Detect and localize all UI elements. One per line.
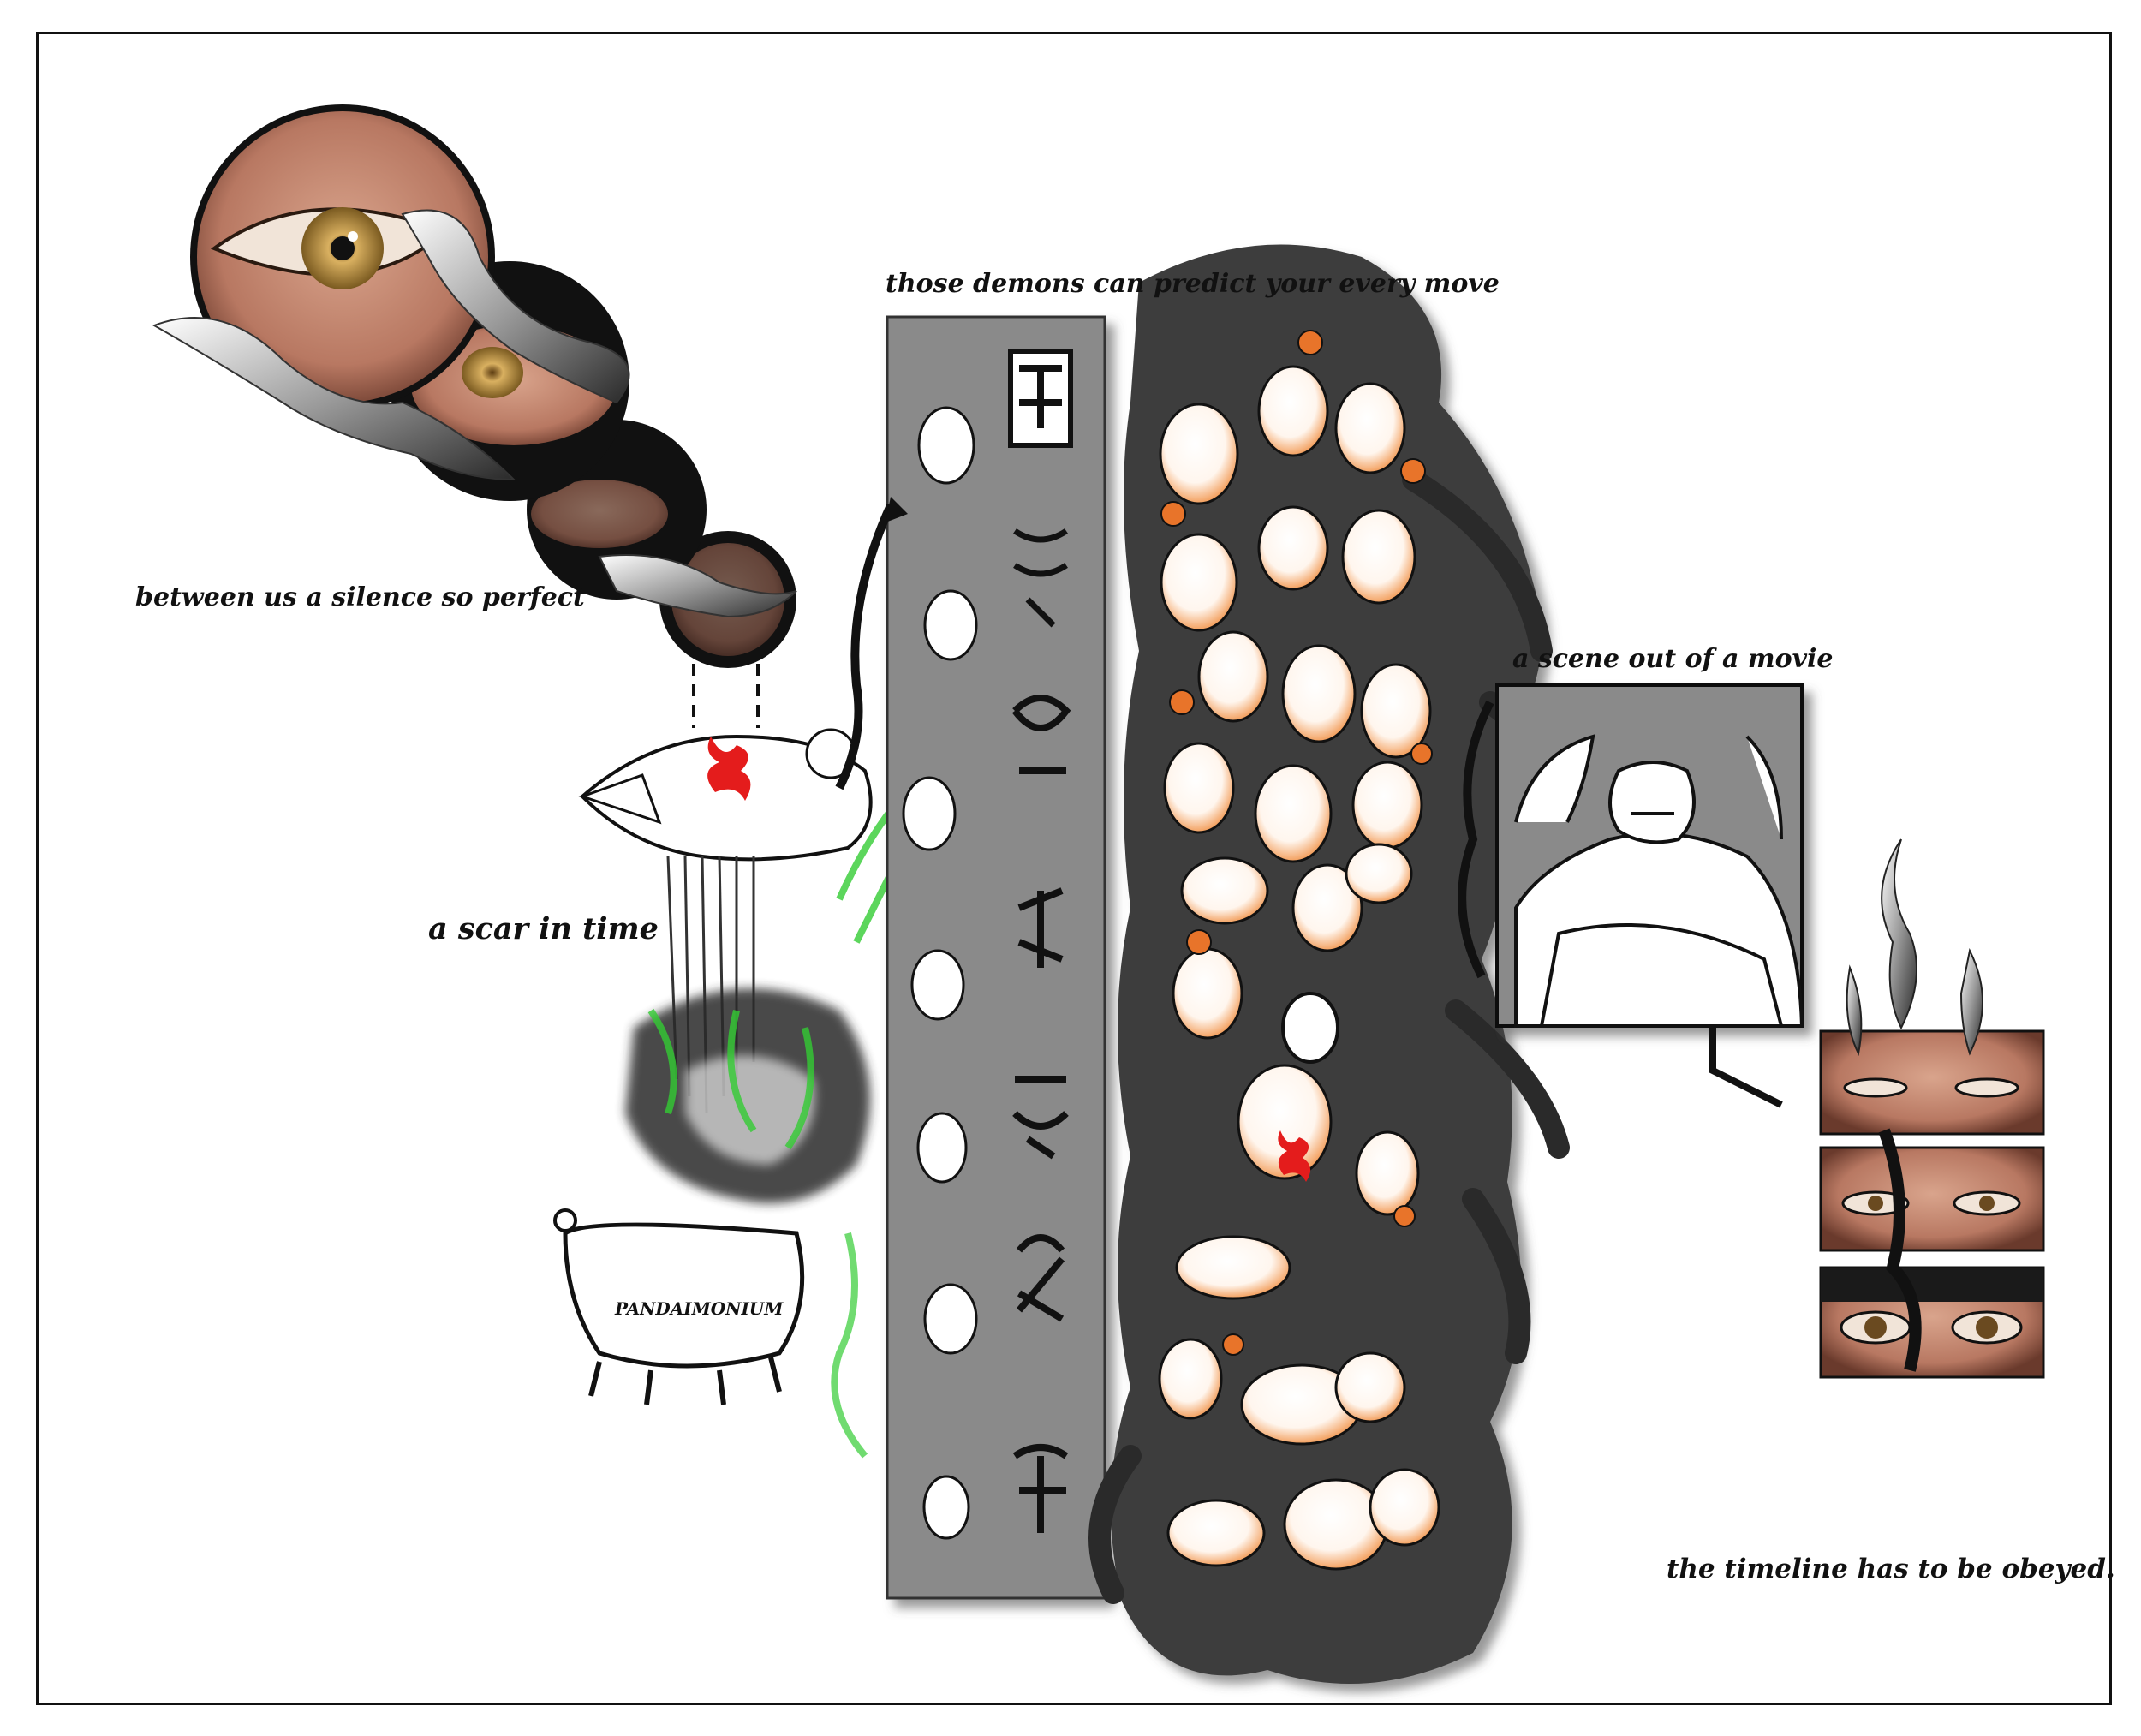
demon-figure-icon bbox=[1360, 663, 1432, 759]
speech-bubble-icon bbox=[1297, 330, 1323, 355]
cauldron-label: PANDAIMONIUM bbox=[614, 1298, 784, 1319]
demon-figure-icon bbox=[1351, 761, 1423, 850]
red-mark-icon bbox=[1278, 1130, 1311, 1182]
speech-bubble-icon bbox=[1169, 689, 1195, 715]
demon-figure-icon bbox=[1257, 505, 1329, 591]
demon-crowd bbox=[1158, 365, 1440, 1571]
sleeping-demon bbox=[578, 728, 873, 862]
smoke-icon bbox=[1846, 838, 1983, 1057]
dark-smoke bbox=[625, 768, 927, 1459]
caption-timeline: the timeline has to be obeyed. bbox=[1667, 1554, 2115, 1584]
demon-figure-icon bbox=[1281, 644, 1357, 743]
speech-bubble-icon bbox=[1393, 1205, 1416, 1227]
speech-bubbles bbox=[1160, 330, 1433, 1356]
demon-figure-icon bbox=[1334, 1351, 1406, 1423]
demon-figure-icon bbox=[1197, 630, 1269, 723]
demon-figure-icon bbox=[1180, 856, 1269, 925]
speech-bubble-icon bbox=[1160, 501, 1186, 527]
demon-figure-icon bbox=[1163, 742, 1235, 834]
demon-figure-icon bbox=[1345, 843, 1413, 904]
demon-figure-icon bbox=[1334, 382, 1406, 474]
demon-figure-icon bbox=[1341, 509, 1416, 605]
caption-scar: a scar in time bbox=[428, 911, 659, 946]
demon-figure-icon bbox=[1257, 365, 1329, 457]
demon-figure-icon bbox=[1160, 533, 1238, 632]
smoke-icon bbox=[152, 209, 797, 618]
demon-figure-icon bbox=[1291, 863, 1363, 952]
demon-figure-icon bbox=[1175, 1235, 1291, 1300]
caption-scene: a scene out of a movie bbox=[1512, 644, 1834, 674]
demon-figure-icon bbox=[1166, 1499, 1266, 1567]
face-strips bbox=[1819, 838, 2045, 1379]
glyph-column bbox=[1008, 349, 1073, 1533]
demon-figure-icon bbox=[1369, 1468, 1440, 1547]
dashed-connectors bbox=[692, 664, 760, 728]
demon-figure-icon bbox=[1254, 764, 1333, 863]
central-demon-mark bbox=[1278, 992, 1339, 1182]
cauldron-icon: PANDAIMONIUM bbox=[553, 1208, 805, 1405]
demon-figure-icon bbox=[1159, 403, 1239, 505]
scene-panel bbox=[1458, 683, 1804, 1108]
speech-bubble-icon bbox=[1186, 929, 1212, 955]
caption-demons: those demons can predict your every move bbox=[886, 269, 1500, 299]
speech-bubble-icon bbox=[1400, 458, 1426, 484]
speech-bubble-icon bbox=[1410, 743, 1433, 765]
demon-figure-icon bbox=[1172, 947, 1243, 1040]
speech-bubble-icon bbox=[1222, 1333, 1244, 1356]
caption-silence: between us a silence so perfect bbox=[135, 582, 585, 612]
demon-figure-icon bbox=[1158, 1338, 1223, 1420]
glyph-strip bbox=[835, 315, 1106, 1600]
red-mark-icon bbox=[707, 737, 751, 801]
eye-circle-icon bbox=[190, 104, 495, 409]
eye-circles-group bbox=[152, 104, 797, 668]
demon-figure-icon bbox=[902, 406, 978, 1540]
demon-figure-icon bbox=[1355, 1130, 1420, 1216]
